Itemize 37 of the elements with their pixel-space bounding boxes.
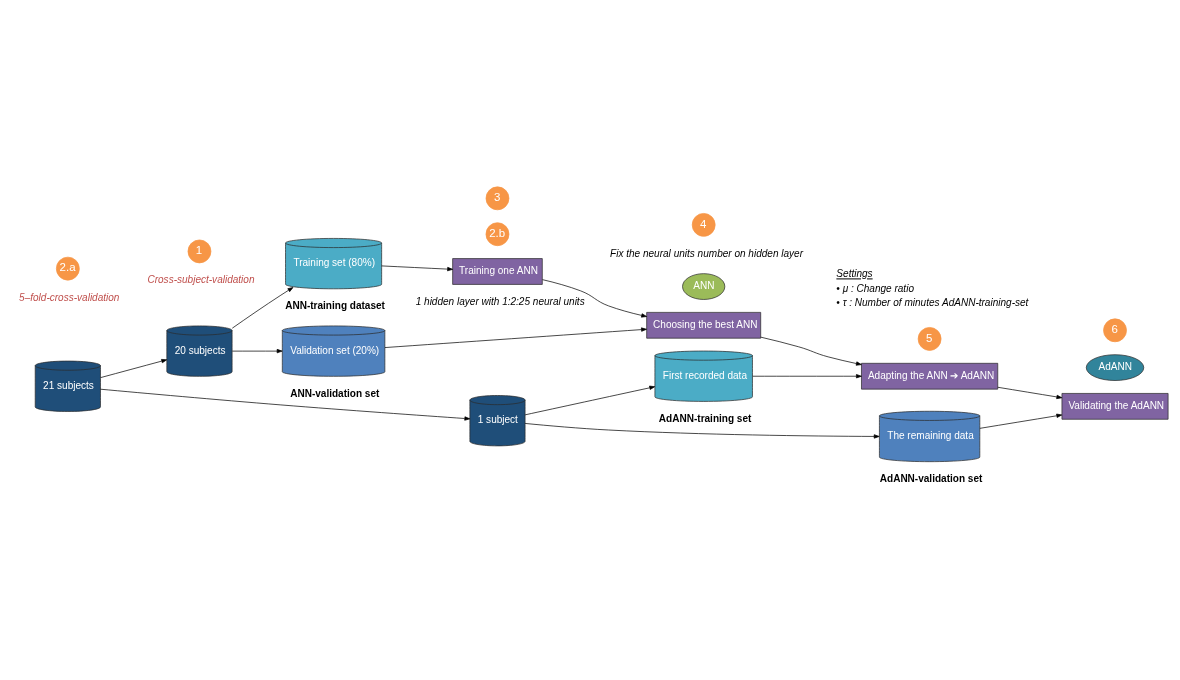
- label: • μ : Change ratio: [836, 282, 914, 294]
- node-label: AdANN-training set: [658, 412, 752, 424]
- node-circle: 3: [485, 186, 510, 211]
- node-circle: 6: [1103, 318, 1127, 343]
- node-circle: 2.b: [485, 222, 510, 247]
- arrow: [231, 287, 294, 329]
- node-label: ANN-validation set: [290, 387, 380, 399]
- node-box: Validating the AdANN: [1061, 393, 1169, 420]
- label: Settings: [836, 268, 873, 280]
- arrow: [100, 359, 168, 378]
- arrow: [524, 385, 656, 416]
- node-box: Choosing the best ANN: [646, 312, 762, 339]
- label: • τ : Number of minutes AdANN-training-set: [836, 297, 1029, 309]
- node-label: 5–fold-cross-validation: [19, 291, 120, 303]
- arrow: [231, 349, 283, 354]
- node-ellipse: ANN: [682, 273, 726, 300]
- node-circle: 2.a: [56, 256, 80, 281]
- node-ellipse: AdANN: [1085, 354, 1145, 381]
- arrow: [979, 413, 1063, 429]
- node-circle: 5: [917, 327, 942, 351]
- arrow: [381, 265, 453, 272]
- arrow: [760, 336, 862, 366]
- arrow: [997, 386, 1063, 400]
- arrow: [542, 279, 647, 318]
- node-label: 1 hidden layer with 1:2:25 neural units: [415, 296, 585, 307]
- node-label: Cross-subject-validation: [147, 274, 255, 286]
- arrow: [384, 327, 647, 348]
- node-circle: 1: [187, 239, 212, 264]
- arrow: [752, 374, 862, 379]
- node-box: Training one ANN: [452, 258, 543, 285]
- node-box: Adapting the ANN ➔ AdANN: [861, 362, 999, 390]
- node-circle: 4: [691, 213, 716, 237]
- node-label: AdANN-validation set: [879, 473, 983, 485]
- arrow: [100, 388, 471, 421]
- node-label: Fix the neural units number on hidden layer: [610, 247, 804, 259]
- arrow: [524, 423, 880, 439]
- node-label: ANN-training dataset: [285, 300, 385, 312]
